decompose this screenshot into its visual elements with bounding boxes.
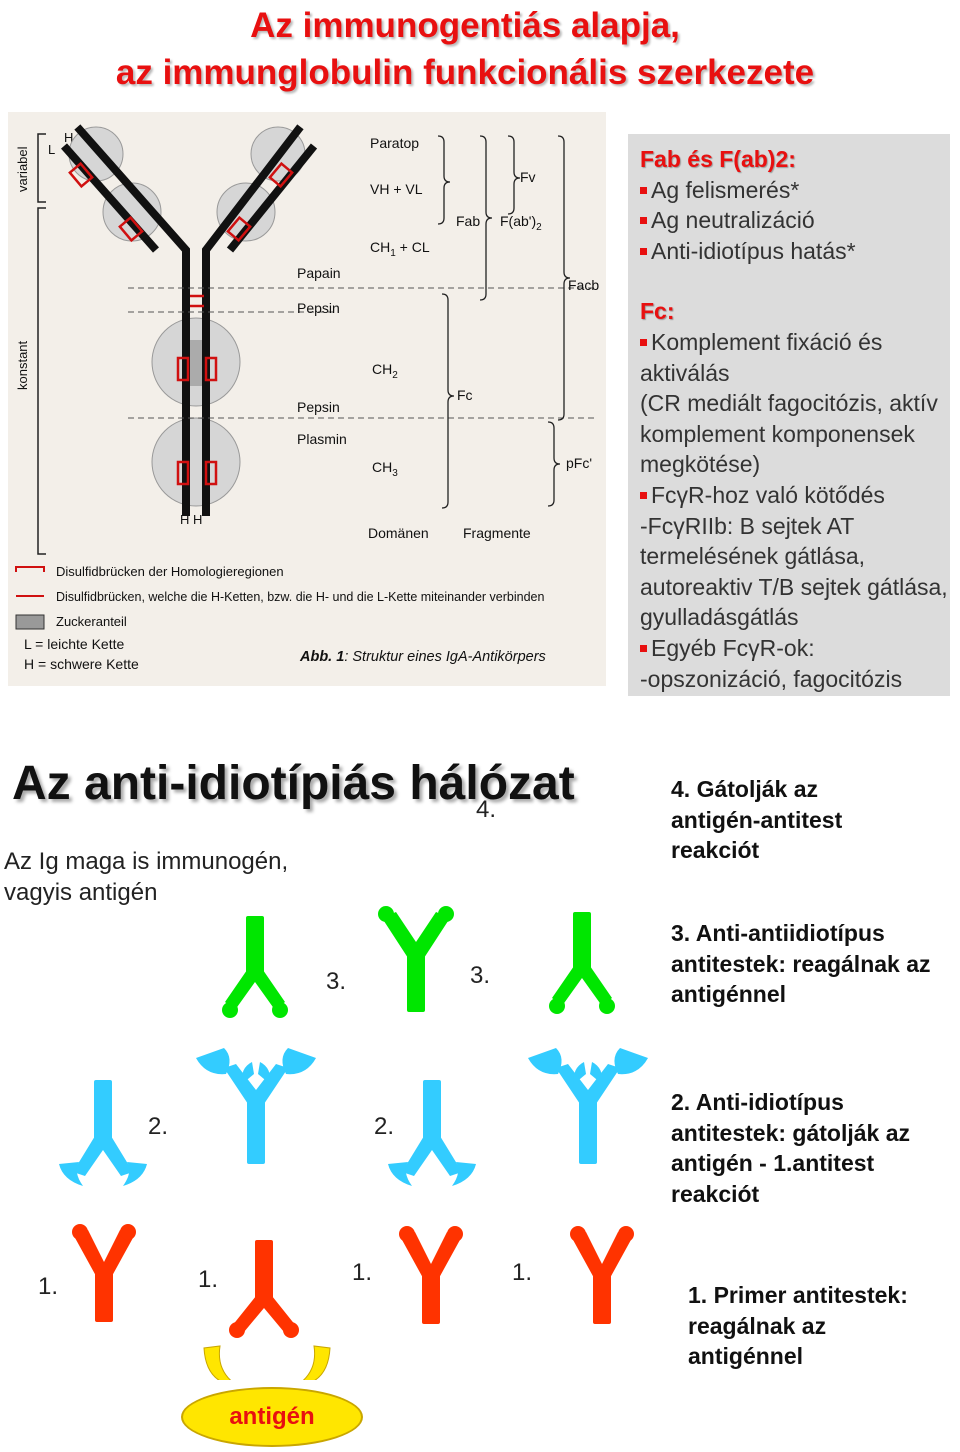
legend-item: L = leichte Kette (24, 636, 124, 652)
list-item-detail: -FcγRIIb: B sejtek AT termelésének gátlá… (640, 512, 948, 631)
plasmin-label: Plasmin (297, 431, 347, 447)
antibody-icon (72, 1224, 136, 1322)
antibody-icon (399, 1226, 463, 1324)
light-chain-label: L (48, 142, 55, 157)
pfc-label: pFc' (566, 455, 592, 471)
network-title: Az anti-idiotípiás hálózat (12, 757, 575, 810)
bullet-icon (640, 644, 647, 652)
ch3-label: CH3 (372, 459, 398, 479)
legend-item: Disulfidbrücken der Homologieregionen (56, 564, 284, 579)
bullet-icon (640, 491, 647, 499)
list-item-detail: -opszonizáció, fagocitózis (640, 665, 903, 692)
konstant-label: konstant (15, 340, 30, 390)
antibody-icon (196, 1048, 316, 1164)
domanen-label: Domänen (368, 525, 429, 541)
antibody-icon (528, 1048, 648, 1164)
level-4-label: 4. (476, 796, 497, 823)
antigen-ellipse: antigén (181, 1387, 363, 1447)
fc-heading: Fc: (640, 298, 675, 325)
title-line-2: az immunglobulin funkcionális szerkezete (115, 53, 815, 92)
paratop-label: Paratop (370, 135, 419, 151)
iga-structure-figure: variabel konstant L H H H (8, 112, 606, 686)
heavy-chains-bottom-label: H H (180, 512, 202, 527)
level-2-label: 2. (374, 1113, 395, 1140)
level-1-label: 1. (198, 1266, 219, 1293)
list-item: FcγR-hoz való kötődés (640, 480, 950, 511)
fc-label: Fc (457, 387, 473, 403)
level-2-label: 2. (148, 1113, 169, 1140)
fab-heading: Fab és F(ab)2: (640, 146, 796, 172)
list-item-detail: (CR mediált fagocitózis, aktív komplemen… (640, 390, 938, 478)
pepsin-label-2: Pepsin (297, 399, 340, 415)
bullet-icon (640, 186, 647, 194)
pepsin-label-1: Pepsin (297, 300, 340, 316)
list-item: Ag felismerés* (640, 175, 950, 206)
bullet-icon (640, 338, 647, 346)
vh-vl-label: VH + VL (370, 181, 423, 197)
level-1-label: 1. (512, 1259, 533, 1286)
level-3-antibodies (222, 906, 615, 1018)
legend-item: Zuckeranteil (56, 614, 127, 629)
list-item: Egyéb FcγR-ok: (640, 633, 950, 664)
antigen-epitopes (203, 1345, 331, 1380)
fragmente-label: Fragmente (463, 525, 531, 541)
papain-label: Papain (297, 265, 341, 281)
legend-item: H = schwere Kette (24, 656, 139, 672)
figure-caption: Abb. 1: Struktur eines IgA-Antikörpers (299, 649, 546, 665)
ch2-label: CH2 (372, 361, 398, 381)
antibody-icon (59, 1080, 147, 1186)
level-1-label: 1. (38, 1273, 59, 1300)
level-3-label: 3. (326, 968, 347, 995)
antibody-icon (378, 906, 454, 1012)
bullet-icon (640, 247, 647, 255)
fab-label: Fab (456, 213, 480, 229)
fab2-label: F(ab')2 (500, 213, 542, 233)
title-line-1: Az immunogentiás alapja, (250, 6, 680, 45)
network-subtitle: Az Ig maga is immunogén, vagyis antigén (4, 848, 289, 906)
level-1-label: 1. (352, 1259, 373, 1286)
antibody-icon (388, 1080, 476, 1186)
antibody-network-diagram (59, 906, 648, 1380)
bullet-icon (640, 217, 647, 225)
fv-label: Fv (520, 169, 536, 185)
level-3-label: 3. (470, 962, 491, 989)
ch1-cl-label: CH1 + CL (370, 239, 430, 259)
antibody-icon (222, 916, 288, 1018)
variabel-label: variabel (15, 146, 30, 192)
antibody-icon (229, 1240, 299, 1338)
list-item: Anti-idiotípus hatás* (640, 236, 950, 267)
list-item: Ag neutralizáció (640, 205, 950, 236)
antibody-icon (570, 1226, 634, 1324)
heavy-chain-label: H (64, 130, 73, 145)
function-info-box: Fab és F(ab)2: Ag felismerés* Ag neutral… (628, 134, 950, 696)
facb-label: Facb (568, 277, 599, 293)
antibody-icon (549, 912, 615, 1014)
list-item: Komplement fixáció és aktiválás (640, 328, 883, 386)
legend-item: Disulfidbrücken, welche die H-Ketten, bz… (56, 590, 545, 604)
